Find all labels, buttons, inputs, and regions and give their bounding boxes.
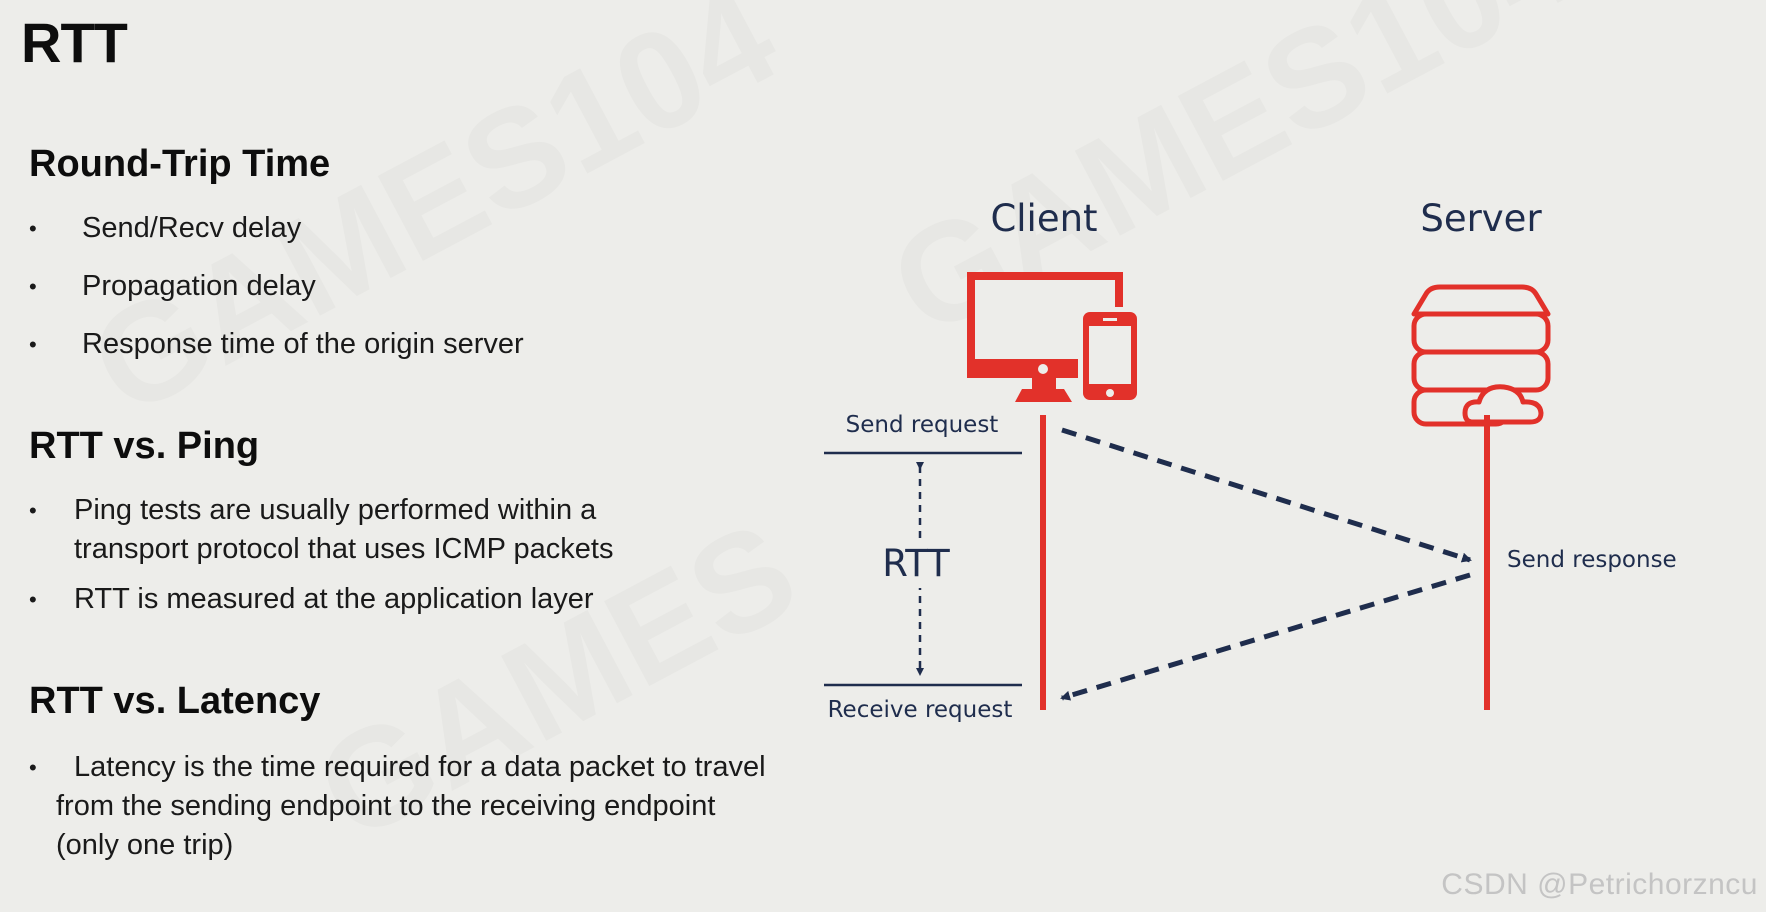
watermark: CSDN @Petrichorzncu — [1441, 868, 1758, 901]
list-item: • RTT is measured at the application lay… — [29, 580, 689, 619]
bullet-icon: • — [29, 274, 37, 299]
response-arrow — [1060, 572, 1471, 701]
list-item: • Ping tests are usually performed withi… — [29, 491, 689, 580]
bullet-text: Ping tests are usually performed within … — [74, 494, 614, 565]
server-label: Server — [1420, 197, 1542, 240]
bullet-text: Response time of the origin server — [82, 328, 524, 360]
send-request-label: Send request — [846, 412, 999, 438]
rtt-vs-latency-list: • Latency is the time required for a dat… — [29, 748, 769, 865]
bullet-icon: • — [29, 587, 37, 612]
list-item: • Propagation delay — [29, 267, 789, 325]
bullet-icon: • — [29, 216, 37, 241]
monitor-and-phone-icon — [967, 272, 1142, 405]
bullet-text: Propagation delay — [82, 270, 316, 302]
section-heading-rtt-vs-latency: RTT vs. Latency — [29, 680, 321, 722]
server-cloud-icon — [1411, 284, 1551, 427]
receive-request-label: Receive request — [828, 697, 1013, 723]
list-item: • Response time of the origin server — [29, 325, 789, 364]
list-item: • Latency is the time required for a dat… — [29, 748, 769, 865]
request-arrow — [1061, 427, 1472, 563]
bullet-text: Send/Recv delay — [82, 212, 302, 244]
round-trip-time-list: • Send/Recv delay • Propagation delay • … — [29, 209, 789, 364]
bullet-icon: • — [29, 498, 37, 523]
slide-title: RTT — [21, 11, 128, 74]
rtt-vs-ping-list: • Ping tests are usually performed withi… — [29, 491, 689, 619]
bullet-text: Latency is the time required for a data … — [56, 751, 766, 861]
rtt-diagram: Client Server — [824, 197, 1677, 723]
list-item: • Send/Recv delay — [29, 209, 789, 267]
rtt-label: RTT — [882, 542, 950, 585]
bullet-icon: • — [29, 755, 37, 780]
send-response-label: Send response — [1507, 547, 1677, 573]
bullet-icon: • — [29, 332, 37, 357]
section-heading-rtt-vs-ping: RTT vs. Ping — [29, 425, 260, 467]
section-heading-round-trip-time: Round-Trip Time — [29, 143, 331, 185]
bullet-text: RTT is measured at the application layer — [74, 583, 594, 615]
client-label: Client — [990, 197, 1097, 240]
